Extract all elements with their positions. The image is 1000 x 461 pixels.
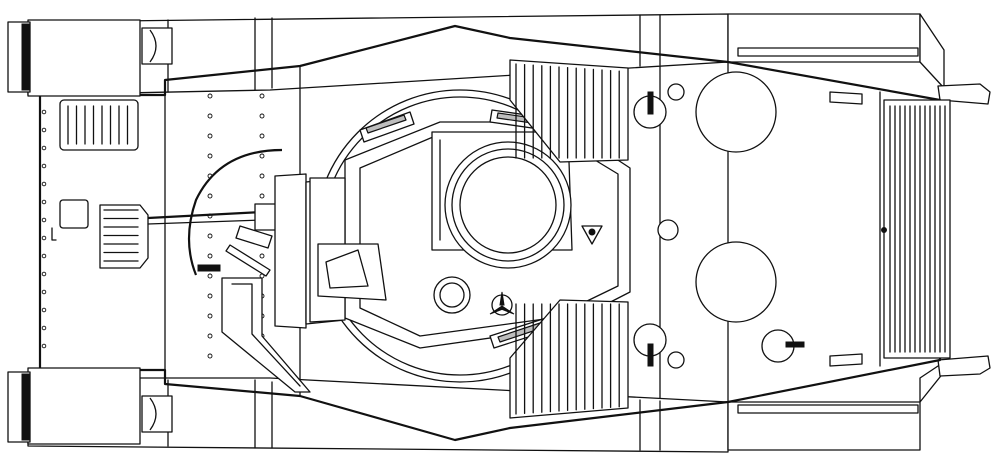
engine-fan-cover-top (695, 71, 777, 153)
signal-port (489, 291, 515, 316)
rivet (259, 193, 265, 199)
rivet (41, 235, 47, 241)
rivet (259, 153, 265, 159)
final-drive-housing-bottom (7, 367, 173, 445)
antenna-deflector-arc (187, 148, 283, 276)
rivet (207, 293, 213, 299)
rivet (207, 353, 213, 359)
engine-louvers-bottom (509, 299, 629, 419)
turret-mantlet (309, 177, 387, 323)
rivet (259, 93, 265, 99)
rivet (41, 163, 47, 169)
commander-cupola (431, 131, 573, 269)
front-vent-grille (59, 99, 139, 151)
glacis-lower-plate (221, 277, 311, 393)
rivet (41, 217, 47, 223)
rear-track-guard-bottom (727, 355, 991, 451)
engine-louvers-top (509, 59, 629, 163)
rivet (207, 113, 213, 119)
deck-filler-cap-center (657, 219, 679, 241)
rivet (259, 253, 265, 259)
rivet (207, 253, 213, 259)
rivet (207, 313, 213, 319)
rivet (207, 133, 213, 139)
rivet (41, 145, 47, 151)
rivet (207, 333, 213, 339)
rivet (259, 173, 265, 179)
rivet (207, 153, 213, 159)
deck-rear-filler-cap (761, 329, 805, 363)
rivet (207, 273, 213, 279)
rivet (207, 233, 213, 239)
rivet (41, 109, 47, 115)
front-inspection-hatch (59, 199, 89, 229)
rivet (41, 307, 47, 313)
tow-hook (51, 227, 57, 241)
rivet (259, 113, 265, 119)
rivet (41, 127, 47, 133)
rivet (207, 193, 213, 199)
deck-hatch-top (633, 83, 685, 129)
rear-radiator-grille (881, 99, 951, 359)
bow-machine-gun-mount (99, 203, 278, 277)
rivet (41, 199, 47, 205)
rivet (41, 343, 47, 349)
turret-ventilator (581, 225, 603, 245)
rivet (207, 93, 213, 99)
engine-fan-cover-bottom (695, 241, 777, 323)
rivet (41, 325, 47, 331)
rivet (41, 181, 47, 187)
rear-track-guard-top (727, 13, 991, 105)
loader-hatch (433, 276, 471, 314)
turret-periscope-top (359, 111, 415, 143)
rivet (41, 271, 47, 277)
deck-hatch-bottom (633, 323, 685, 369)
rivet (41, 289, 47, 295)
rivet (259, 133, 265, 139)
rivet (41, 253, 47, 259)
final-drive-housing-top (7, 19, 173, 97)
deck-handles (829, 91, 863, 367)
